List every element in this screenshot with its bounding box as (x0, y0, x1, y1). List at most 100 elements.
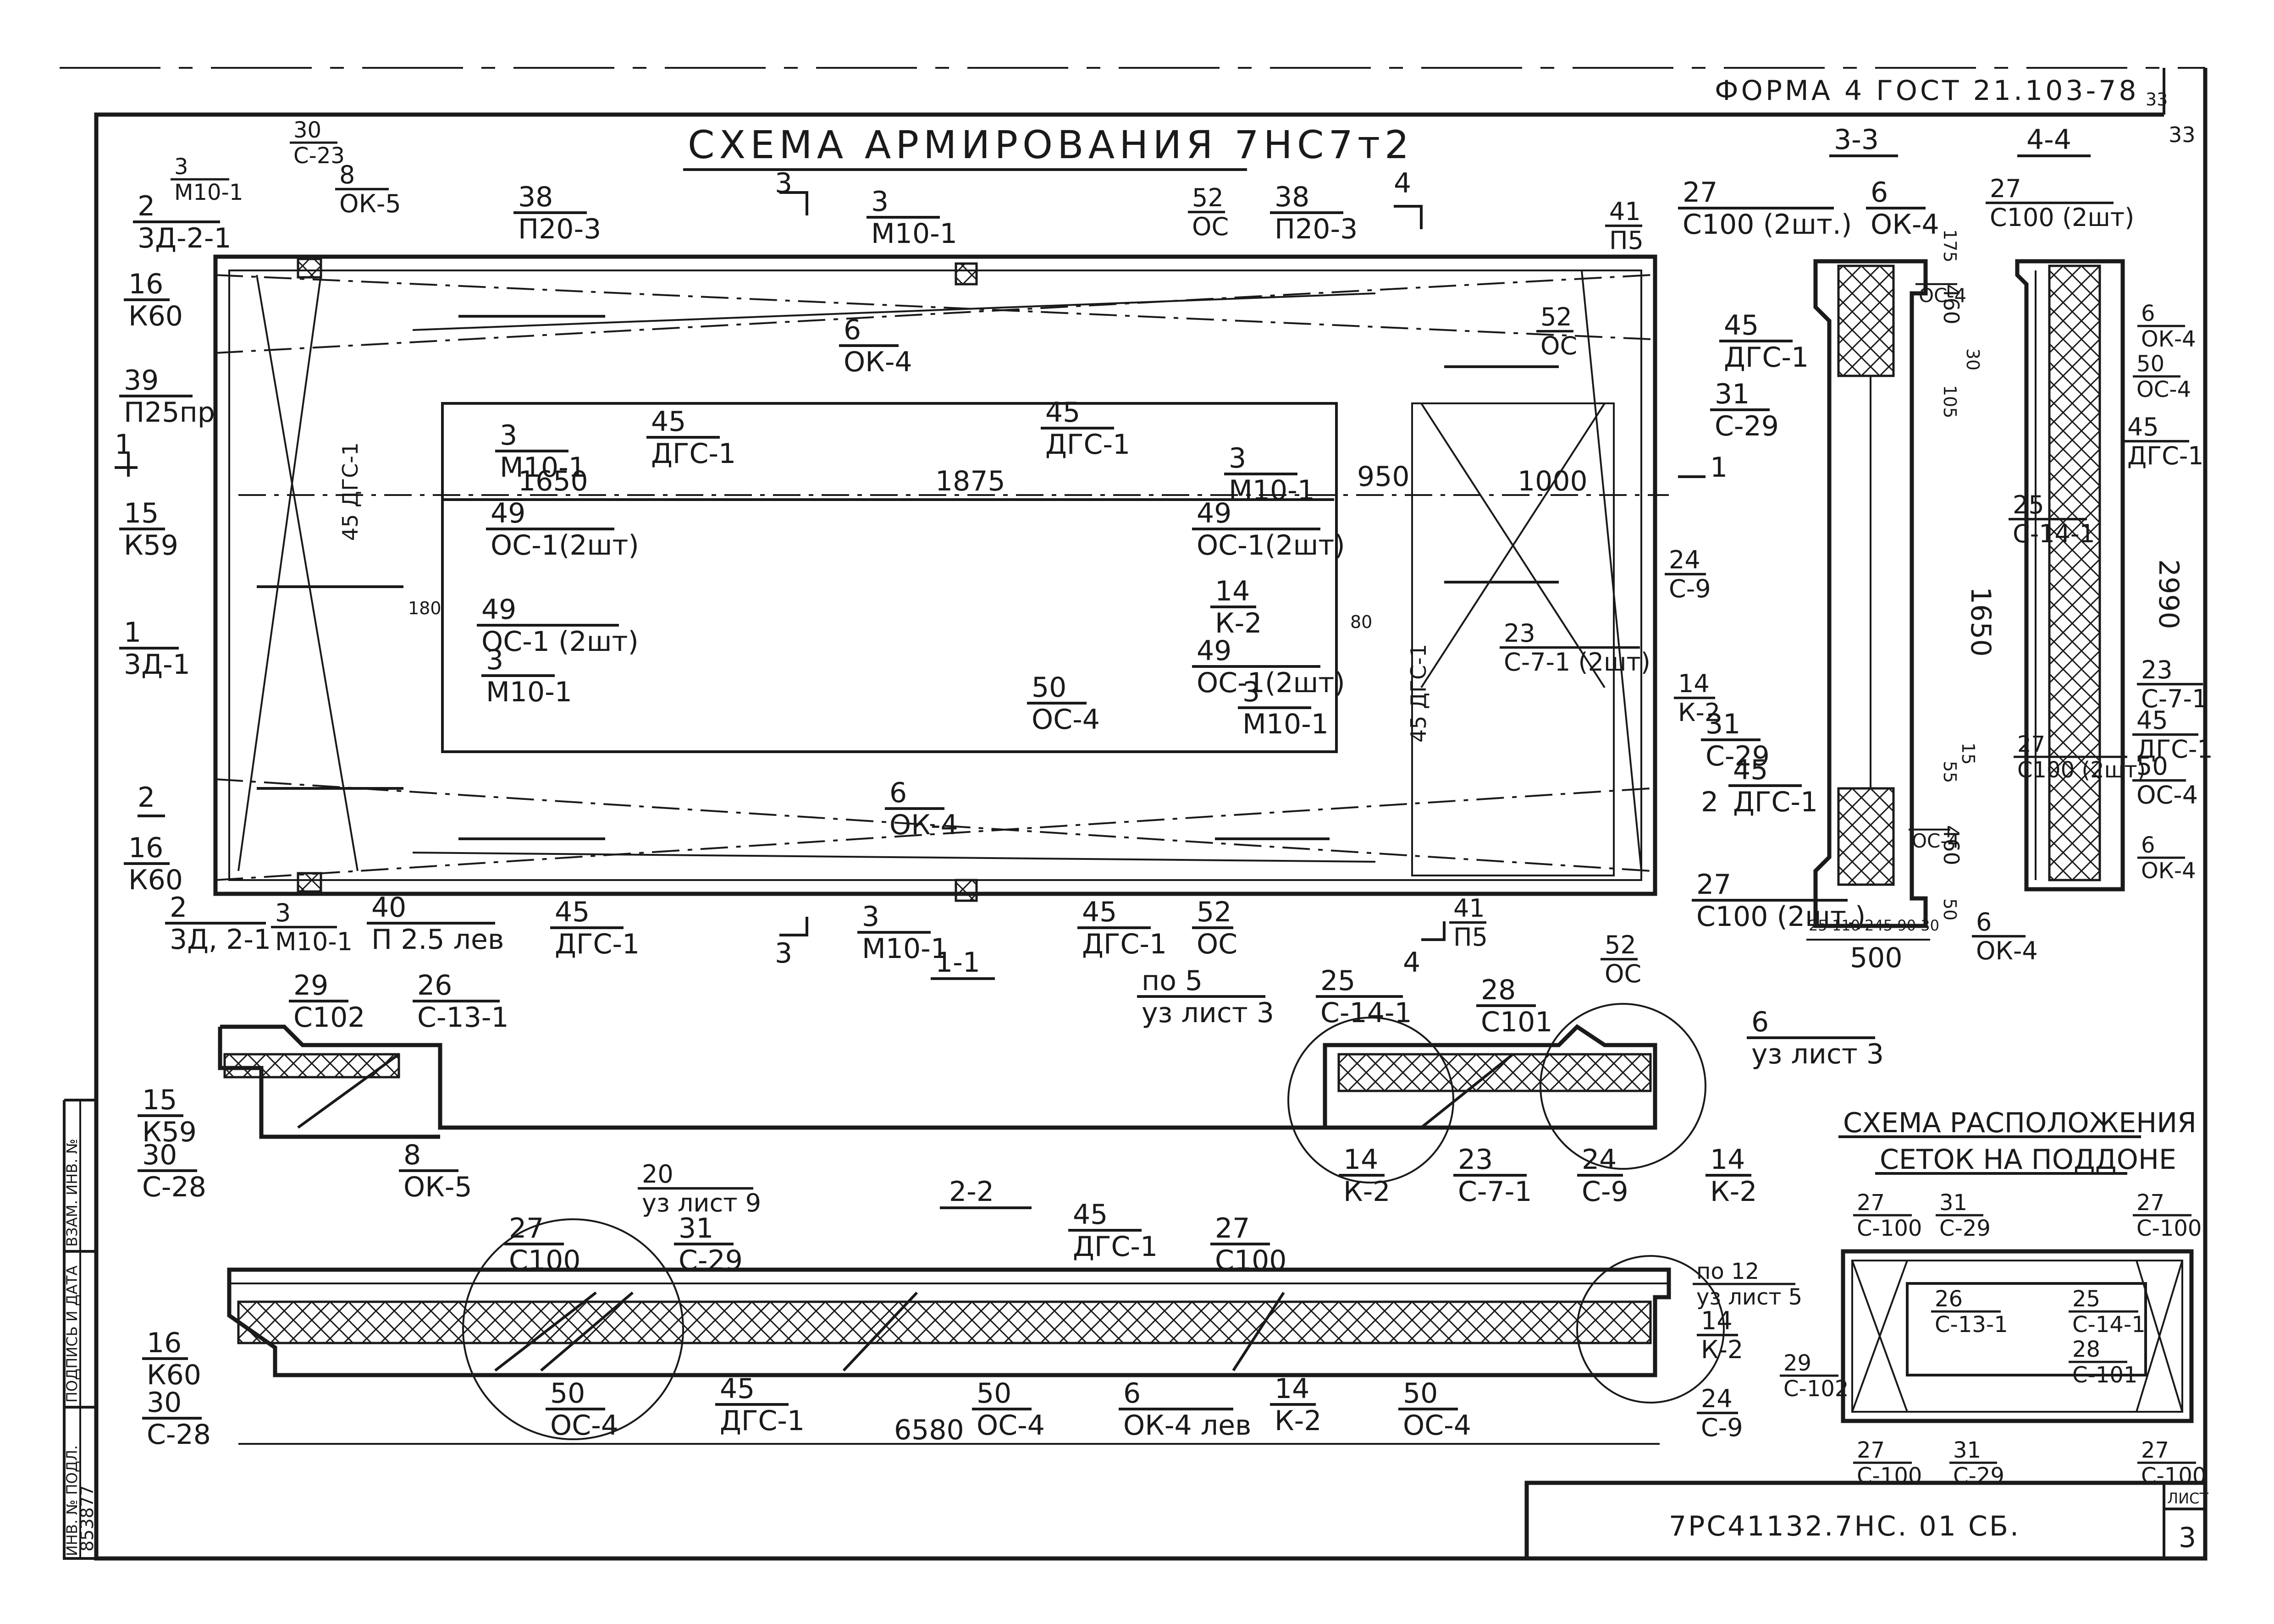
callout-number: 16 (128, 268, 163, 300)
callout-number: 45 (720, 1373, 755, 1405)
callout-number: 3 (1229, 442, 1246, 474)
dim-row: 25 110 245 90 30 (1809, 917, 1939, 934)
dim-950: 950 (1357, 461, 1410, 493)
callout-number: 52 (1197, 896, 1231, 928)
reinforcement-plan: СХЕМА АРМИРОВАНИЯ 7НС7т2 (115, 122, 1728, 979)
callout-number: 6 (1871, 176, 1888, 209)
callout-a9: ОС-4 (1909, 828, 1959, 852)
callout-e13: 14К-2 (1706, 1144, 1757, 1208)
callout-code: С-9 (1701, 1413, 1743, 1442)
section-4-4: 4-4 2990 (2015, 124, 2185, 892)
bar-label-vertical-left: 45 ДГС-1 (338, 442, 363, 541)
callout-number: 27 (1857, 1190, 1885, 1216)
callout-number: 27 (1990, 174, 2021, 203)
callout-code: ДГС-1 (1733, 786, 1818, 818)
door-opening (1411, 402, 1615, 876)
section-3-3: 3-3 1650 175 460 30 105 55 15 460 50 25 … (1701, 124, 1997, 974)
dim-500: 500 (1850, 942, 1903, 974)
callout-g10: 27С-100 (2137, 1437, 2206, 1489)
callout-code: ДГС-1 (651, 438, 736, 470)
dim-1875: 1875 (935, 465, 1005, 497)
callout-code: С-100 (1857, 1216, 1922, 1241)
callout-number: 3 (486, 644, 503, 676)
callout-e8: 30С-28 (138, 1139, 206, 1203)
callout-code: ДГС-1 (720, 1405, 805, 1437)
callout-code: К59 (142, 1116, 197, 1148)
section-2-2-title: 2-2 (949, 1176, 994, 1208)
callout-number: 8 (339, 160, 355, 189)
callout-code: уз лист 5 (1696, 1284, 1802, 1310)
callout-number: 29 (293, 969, 328, 1002)
callout-number: 38 (518, 181, 553, 213)
callout-number: 2 (170, 892, 187, 924)
svg-text:2: 2 (138, 782, 155, 814)
callout-number: 45 (2127, 413, 2159, 441)
callout-e12: 24С-9 (1577, 1144, 1628, 1208)
callout-number: 45 (1724, 309, 1759, 341)
callout-number: 14 (1678, 669, 1710, 698)
dim-50: 50 (1940, 898, 1960, 920)
callout-code: С-14-1 (2013, 519, 2095, 548)
callout-code: С-29 (1706, 740, 1770, 772)
callout-code: С100 (1215, 1244, 1286, 1277)
callout-number: 50 (1032, 672, 1066, 704)
callout-f8: 14К-2 (1696, 1306, 1743, 1364)
dim-180: 180 (408, 598, 442, 618)
side-stamp-col1: ИНВ. № ПОДЛ. (63, 1445, 81, 1556)
callout-code: М10-1 (486, 676, 572, 708)
callout-number: 31 (1939, 1190, 1967, 1216)
callout-c29: 23С-7-1 (2шт) (1499, 619, 1650, 677)
callout-number: 40 (371, 892, 406, 924)
callout-b9: 6ОК-4 (2137, 832, 2196, 884)
callout-b2: 6ОК-4 (2137, 301, 2196, 352)
callout-code: С-9 (1582, 1176, 1628, 1208)
callout-c36: 40П 2.5 лев (367, 892, 504, 956)
callout-code: П 2.5 лев (371, 924, 504, 956)
callout-number: 39 (124, 364, 159, 396)
callout-number: 16 (147, 1327, 182, 1359)
callout-number: 3 (871, 186, 889, 218)
callout-b6: 23С-7-1 (2136, 655, 2208, 713)
callout-code: ОС-1(2шт) (1197, 667, 1345, 699)
callout-code: С-14-1 (2072, 1312, 2146, 1338)
callout-code: П20-3 (1275, 213, 1358, 245)
callout-number: 25 (2013, 490, 2044, 519)
callout-code: ОС-1 (2шт) (481, 626, 639, 658)
inv-number: 853877 (77, 1485, 97, 1552)
callout-number: 16 (128, 832, 163, 864)
side-stamp-col3: ВЗАМ. ИНВ. № (63, 1139, 81, 1247)
callout-c30: 14К-2 (1673, 669, 1720, 727)
callout-number: 49 (491, 497, 525, 529)
callout-code: ОК-4 (1871, 209, 1939, 241)
layout-title-2: СЕТОК НА ПОДДОНЕ (1880, 1144, 2176, 1176)
callout-number: 27 (1215, 1212, 1250, 1244)
callout-code: ОС (1192, 212, 1229, 241)
callout-code: С100 (2шт.) (1696, 901, 1866, 933)
callout-g6: 28С-101 (2068, 1337, 2137, 1388)
callout-number: 6 (1751, 1006, 1769, 1038)
callout-number: 6 (2141, 301, 2155, 326)
callout-number: 20 (642, 1160, 673, 1189)
section-1-1: 1-1 (218, 947, 1706, 1184)
callout-code: С-9 (1669, 574, 1711, 603)
callout-a2: 6ОК-4 (1866, 176, 1939, 241)
callout-g5: 25С-14-1 (2068, 1286, 2146, 1338)
callout-number: 30 (147, 1387, 182, 1419)
callout-number: 14 (1701, 1306, 1733, 1335)
dim-30: 30 (1963, 348, 1983, 370)
callout-code: С-7-1 (2141, 684, 2208, 713)
mesh-layout-scheme: СХЕМА РАСПОЛОЖЕНИЯ СЕТОК НА ПОДДОНЕ (1838, 1107, 2197, 1423)
section-4-4-title: 4-4 (2026, 124, 2071, 156)
callout-code: С101 (1481, 1006, 1552, 1038)
